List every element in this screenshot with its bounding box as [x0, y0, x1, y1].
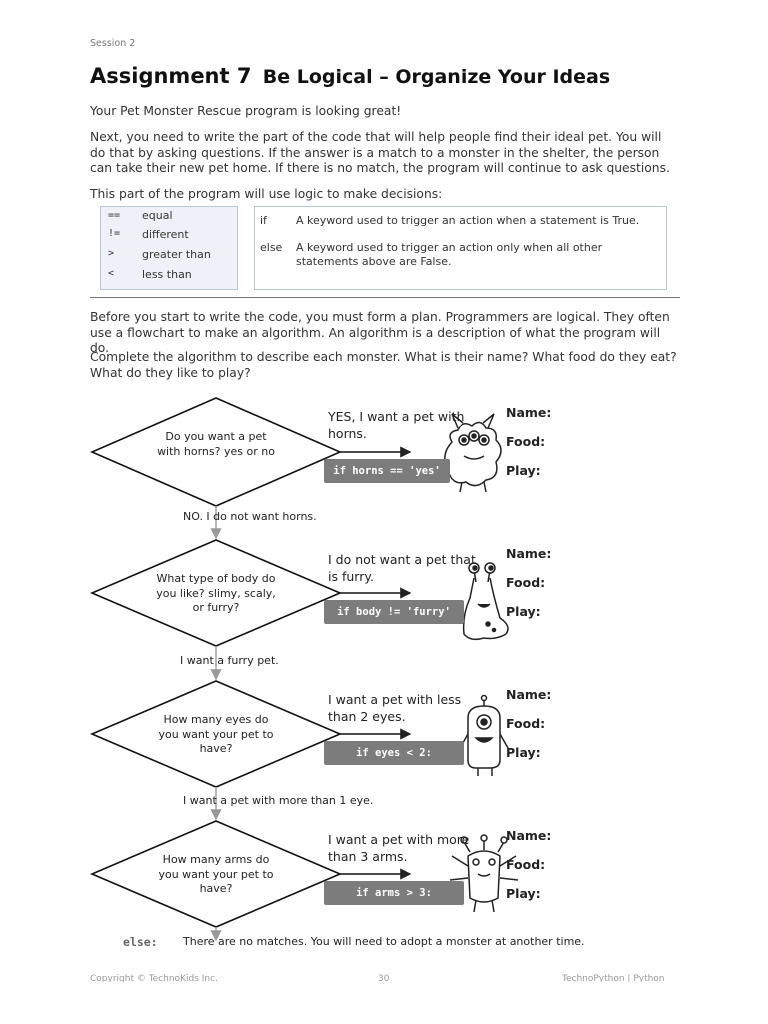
food-label: Food: [506, 857, 546, 872]
question-arms: How many arms do you want your pet to ha… [158, 853, 274, 895]
keyword-name: else [260, 241, 283, 254]
question-body: What type of body do you like? slimy, sc… [156, 572, 276, 614]
name-label: Name: [506, 546, 552, 561]
footer-page-number: 30 [378, 974, 390, 982]
code-body: if body != 'furry' [324, 600, 464, 624]
intro-paragraph-3: This part of the program will use logic … [90, 187, 443, 201]
plan-paragraph-2: Complete the algorithm to describe each … [90, 350, 677, 380]
operator-meaning: different [142, 228, 189, 241]
answer-horns: YES, I want a pet with horns. [328, 409, 465, 441]
food-label: Food: [506, 434, 546, 449]
keyword-description: A keyword used to trigger an action when… [296, 214, 640, 227]
play-label: Play: [506, 604, 541, 619]
many-armed-monster-icon [449, 834, 519, 913]
answer-arms: I want a pet with more than 3 arms. [328, 832, 470, 864]
intro-paragraph-2: Next, you need to write the part of the … [90, 130, 670, 175]
operator-symbol: == [108, 210, 121, 221]
question-horns: Do you want a pet with horns? yes or no [157, 430, 275, 458]
food-label: Food: [506, 575, 546, 590]
operator-symbol: != [108, 228, 121, 239]
operator-meaning: less than [142, 268, 192, 281]
operator-meaning: equal [142, 209, 173, 222]
answer-eyes: I want a pet with less than 2 eyes. [328, 692, 462, 724]
name-label: Name: [506, 405, 552, 420]
else-message: There are no matches. You will need to a… [183, 935, 585, 948]
section-divider [90, 297, 680, 298]
intro-paragraph-1: Your Pet Monster Rescue program is looki… [90, 104, 402, 118]
keyword-description: A keyword used to trigger an action only… [296, 241, 603, 268]
operator-meaning: greater than [142, 248, 211, 261]
assignment-subtitle: Be Logical – Organize Your Ideas [262, 66, 611, 88]
footer-copyright: Copyright © TechnoKids Inc. [90, 974, 218, 982]
plan-paragraph-1: Before you start to write the code, you … [90, 310, 670, 355]
horned-furry-monster-icon [444, 413, 502, 493]
answer-body: I do not want a pet that is furry. [328, 552, 476, 584]
branch-furry: I want a furry pet. [180, 654, 279, 667]
play-label: Play: [506, 886, 541, 901]
name-label: Name: [506, 828, 552, 843]
keyword-name: if [260, 214, 267, 227]
branch-no-horns: NO. I do not want horns. [183, 510, 317, 523]
question-eyes: How many eyes do you want your pet to ha… [158, 713, 274, 755]
branch-more-eyes: I want a pet with more than 1 eye. [183, 794, 374, 807]
one-eyed-monster-icon [459, 694, 509, 776]
operator-symbol: > [108, 248, 115, 259]
food-label: Food: [506, 716, 546, 731]
else-keyword: else: [123, 935, 158, 949]
keywords-table [254, 206, 667, 290]
operators-table [100, 206, 238, 290]
assignment-number: Assignment 7 [90, 64, 252, 88]
play-label: Play: [506, 745, 541, 760]
operator-symbol: < [108, 268, 115, 279]
name-label: Name: [506, 687, 552, 702]
page-title: Assignment 7 Be Logical – Organize Your … [90, 64, 610, 88]
code-eyes: if eyes < 2: [324, 741, 464, 765]
code-horns: if horns == 'yes' [324, 459, 450, 483]
code-arms: if arms > 3: [324, 881, 464, 905]
footer-product: TechnoPython | Python [562, 974, 665, 982]
play-label: Play: [506, 463, 541, 478]
slimy-monster-icon [462, 562, 509, 641]
session-label: Session 2 [90, 38, 136, 49]
